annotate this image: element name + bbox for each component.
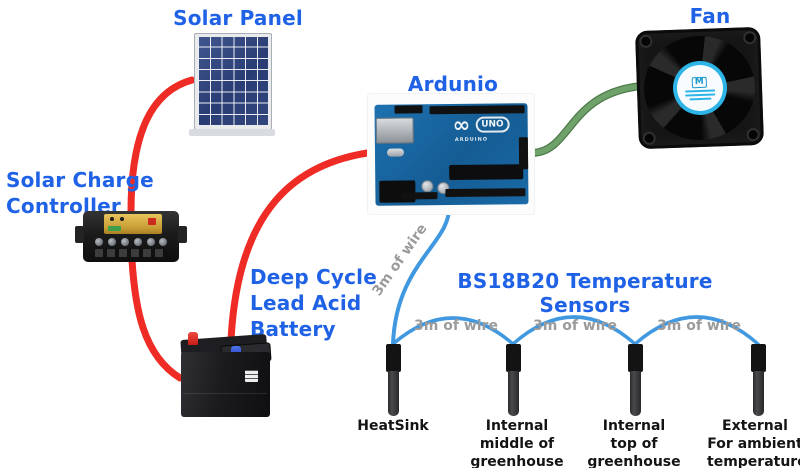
sensor-probe-middle xyxy=(505,344,521,416)
wire-length-label-arc1: 3m of wire xyxy=(414,318,498,334)
sensor-cap xyxy=(627,344,643,372)
controller-screw xyxy=(95,238,103,246)
sensor-cap xyxy=(750,344,766,372)
arduino-logo: ∞ UNO xyxy=(452,112,510,137)
arduino-image: ∞ UNO ARDUINO xyxy=(368,94,534,214)
controller-mount-tab-left xyxy=(75,226,84,243)
arduino-crystal xyxy=(386,148,405,157)
sensor-tube xyxy=(387,371,399,416)
sensor-tube xyxy=(507,371,519,416)
sensor-caption-line: top of xyxy=(610,436,658,452)
fan-sticker-textline xyxy=(688,97,711,100)
sensor-caption-line: middle of xyxy=(479,436,555,452)
controller-terminal-slots xyxy=(95,249,167,257)
controller-screw-row xyxy=(95,238,167,247)
arduino-ic-chip xyxy=(449,164,524,181)
battery-label-line3: Battery xyxy=(250,317,336,341)
arduino-usb-port xyxy=(375,117,414,144)
charge-controller-label-line1: Solar Charge xyxy=(6,168,154,192)
sensor-tube xyxy=(629,371,641,416)
sensor-probe-external xyxy=(750,344,766,416)
wire-green-outline xyxy=(529,82,646,157)
solar-panel-stand xyxy=(189,129,275,136)
solar-panel-image xyxy=(194,33,272,130)
controller-mount-tab-right xyxy=(178,226,187,243)
controller-screw xyxy=(108,238,116,246)
solar-panel-cells xyxy=(198,37,268,126)
arduino-capacitor-1 xyxy=(421,180,434,193)
sensor-caption-line: Internal xyxy=(602,418,666,434)
battery-label-line2: Lead Acid xyxy=(250,291,362,315)
fan-sticker-textline xyxy=(684,92,715,97)
controller-screw xyxy=(159,238,167,246)
fan-sticker-inner: M xyxy=(675,64,724,112)
battery-image xyxy=(181,352,270,417)
sensor-caption-heatsink: HeatSink xyxy=(343,417,443,435)
controller-screw xyxy=(121,238,129,246)
arduino-uno-badge: UNO xyxy=(475,116,510,133)
controller-screw xyxy=(147,238,155,246)
wire-green-arduino-to-fan xyxy=(530,83,645,156)
solar-panel-label: Solar Panel xyxy=(173,6,303,30)
sensor-probe-top xyxy=(627,344,643,416)
controller-faceplate xyxy=(104,214,162,234)
arduino-header-bottom xyxy=(445,188,526,198)
sensor-caption-line: For ambient xyxy=(707,436,800,452)
fan-logo: M xyxy=(691,76,707,88)
sensor-caption-line: greenhouse xyxy=(587,454,681,468)
sensor-caption-line: Internal xyxy=(485,418,549,434)
battery-seam xyxy=(183,393,267,394)
sensor-caption-top: Internal top of greenhouse xyxy=(579,417,689,468)
battery-sticker xyxy=(245,370,258,382)
sensor-caption-line: External xyxy=(722,418,788,434)
arduino-header-top xyxy=(429,105,525,115)
arduino-header-bottom-left xyxy=(401,192,438,200)
sensor-cap xyxy=(385,344,401,372)
controller-connector xyxy=(108,226,121,231)
battery-terminal-positive xyxy=(188,332,198,345)
arduino-label: Ardunio xyxy=(407,72,499,96)
sensor-caption-external: External For ambient temperature xyxy=(707,417,800,468)
arduino-brand-text: ARDUINO xyxy=(454,136,489,143)
charge-controller-image xyxy=(75,211,187,262)
arduino-board: ∞ UNO ARDUINO xyxy=(374,103,529,206)
sensor-probe-heatsink xyxy=(385,344,401,416)
arduino-header-top-left xyxy=(394,105,423,114)
sensor-caption-line: greenhouse xyxy=(470,454,564,468)
sensors-title: BS18B20 Temperature Sensors xyxy=(457,269,713,317)
fan-label: Fan xyxy=(689,4,731,28)
sensor-cap xyxy=(505,344,521,372)
sensor-caption-line: temperature xyxy=(707,454,800,468)
sensor-caption-line: HeatSink xyxy=(357,418,429,434)
arduino-logo-icon: ∞ xyxy=(452,112,471,137)
battery-label: Deep Cycle Lead Acid Battery xyxy=(250,264,377,342)
sensor-tube xyxy=(752,371,764,416)
fan-image: M xyxy=(634,26,765,150)
battery-label-line1: Deep Cycle xyxy=(250,265,377,289)
sensor-caption-middle: Internal middle of greenhouse xyxy=(462,417,572,468)
wire-length-label-arduino: 3m of wire xyxy=(369,221,431,299)
controller-screw xyxy=(134,238,142,246)
wire-length-label-arc3: 3m of wire xyxy=(657,318,741,334)
controller-red-switch xyxy=(148,218,156,225)
arduino-header-right xyxy=(518,137,529,170)
wire-length-label-arc2: 3m of wire xyxy=(533,318,617,334)
controller-led-2 xyxy=(120,217,124,221)
fan-sticker-textline xyxy=(684,88,715,93)
controller-led-1 xyxy=(110,217,114,221)
wire-red-controller-to-battery xyxy=(128,256,184,382)
